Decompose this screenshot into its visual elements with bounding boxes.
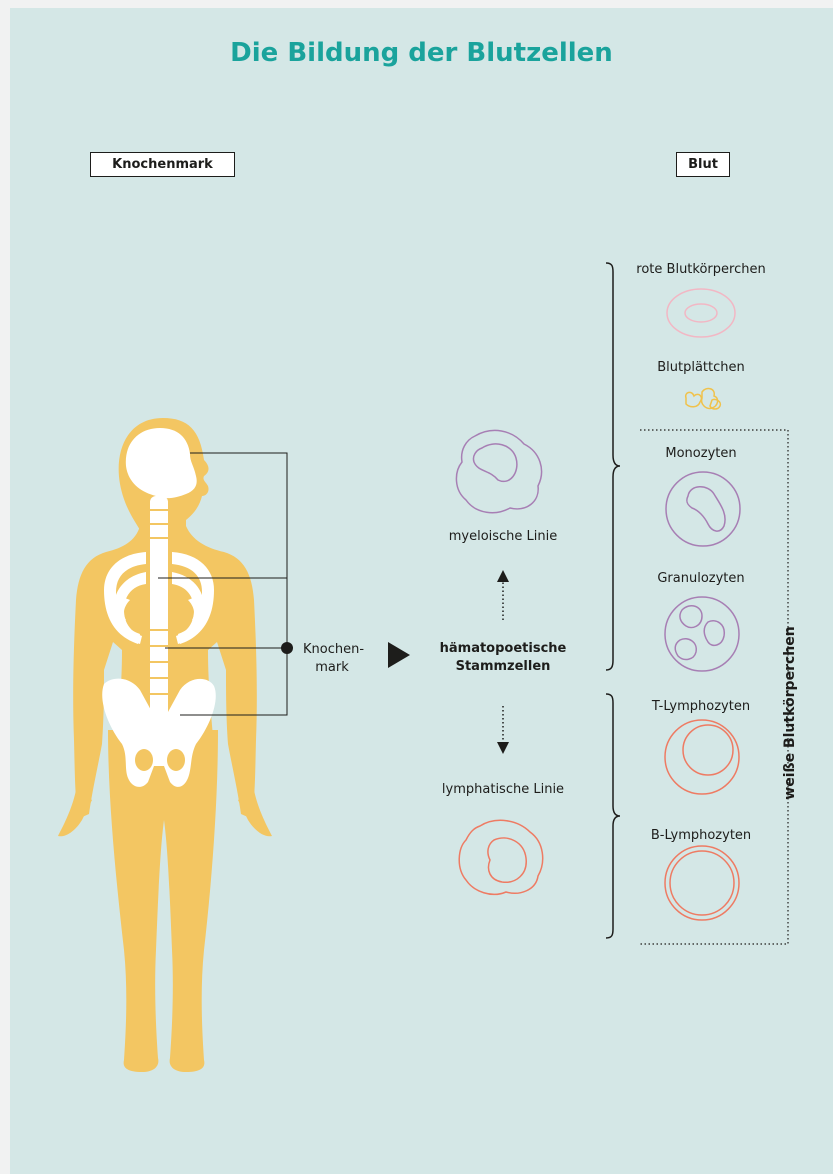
monocyte-cell: [666, 472, 740, 546]
red-blood-cells-label: rote Blutkörperchen: [626, 261, 776, 279]
granulocytes-label: Granulozyten: [626, 570, 776, 588]
bone-marrow-arrow: [388, 642, 410, 668]
lymphatic-arrow-head: [497, 742, 509, 754]
bone-marrow-pointer-line1: Knochen-: [303, 641, 361, 659]
lymphatic-line-label: lymphatische Linie: [423, 781, 583, 799]
bone-marrow-point: [281, 642, 293, 654]
platelets: [686, 389, 721, 409]
bone-marrow-pointer-line2: mark: [303, 659, 361, 677]
b-lymphocytes-label: B-Lymphozyten: [626, 827, 776, 845]
bone-marrow-pointer-label: Knochen- mark: [303, 641, 361, 677]
myeloid-line-label: myeloische Linie: [423, 528, 583, 546]
stem-cells-line1: hämatopoetische: [423, 640, 583, 658]
t-lymphocytes-label: T-Lymphozyten: [626, 698, 776, 716]
myeloid-brace: [606, 263, 620, 670]
myeloid-progenitor-cell: [456, 430, 541, 512]
white-cells-dotted-bracket: [640, 430, 788, 944]
myeloid-arrow-head: [497, 570, 509, 582]
figure-legs: [108, 730, 218, 1072]
monocytes-label: Monozyten: [626, 445, 776, 463]
white-blood-cells-label: weiße Blutkörperchen: [782, 626, 798, 799]
stem-cells-label: hämatopoetische Stammzellen: [423, 640, 583, 676]
blood-braces: [606, 263, 620, 938]
b-lymphocyte-cell: [665, 846, 739, 920]
t-lymphocyte-cell: [665, 720, 739, 794]
red-blood-cell: [667, 289, 735, 337]
stem-cells-line2: Stammzellen: [423, 658, 583, 676]
granulocyte-cell: [665, 597, 739, 671]
lymphoid-brace: [606, 694, 620, 938]
platelets-label: Blutplättchen: [626, 359, 776, 377]
lymphoid-progenitor-cell: [459, 820, 542, 894]
